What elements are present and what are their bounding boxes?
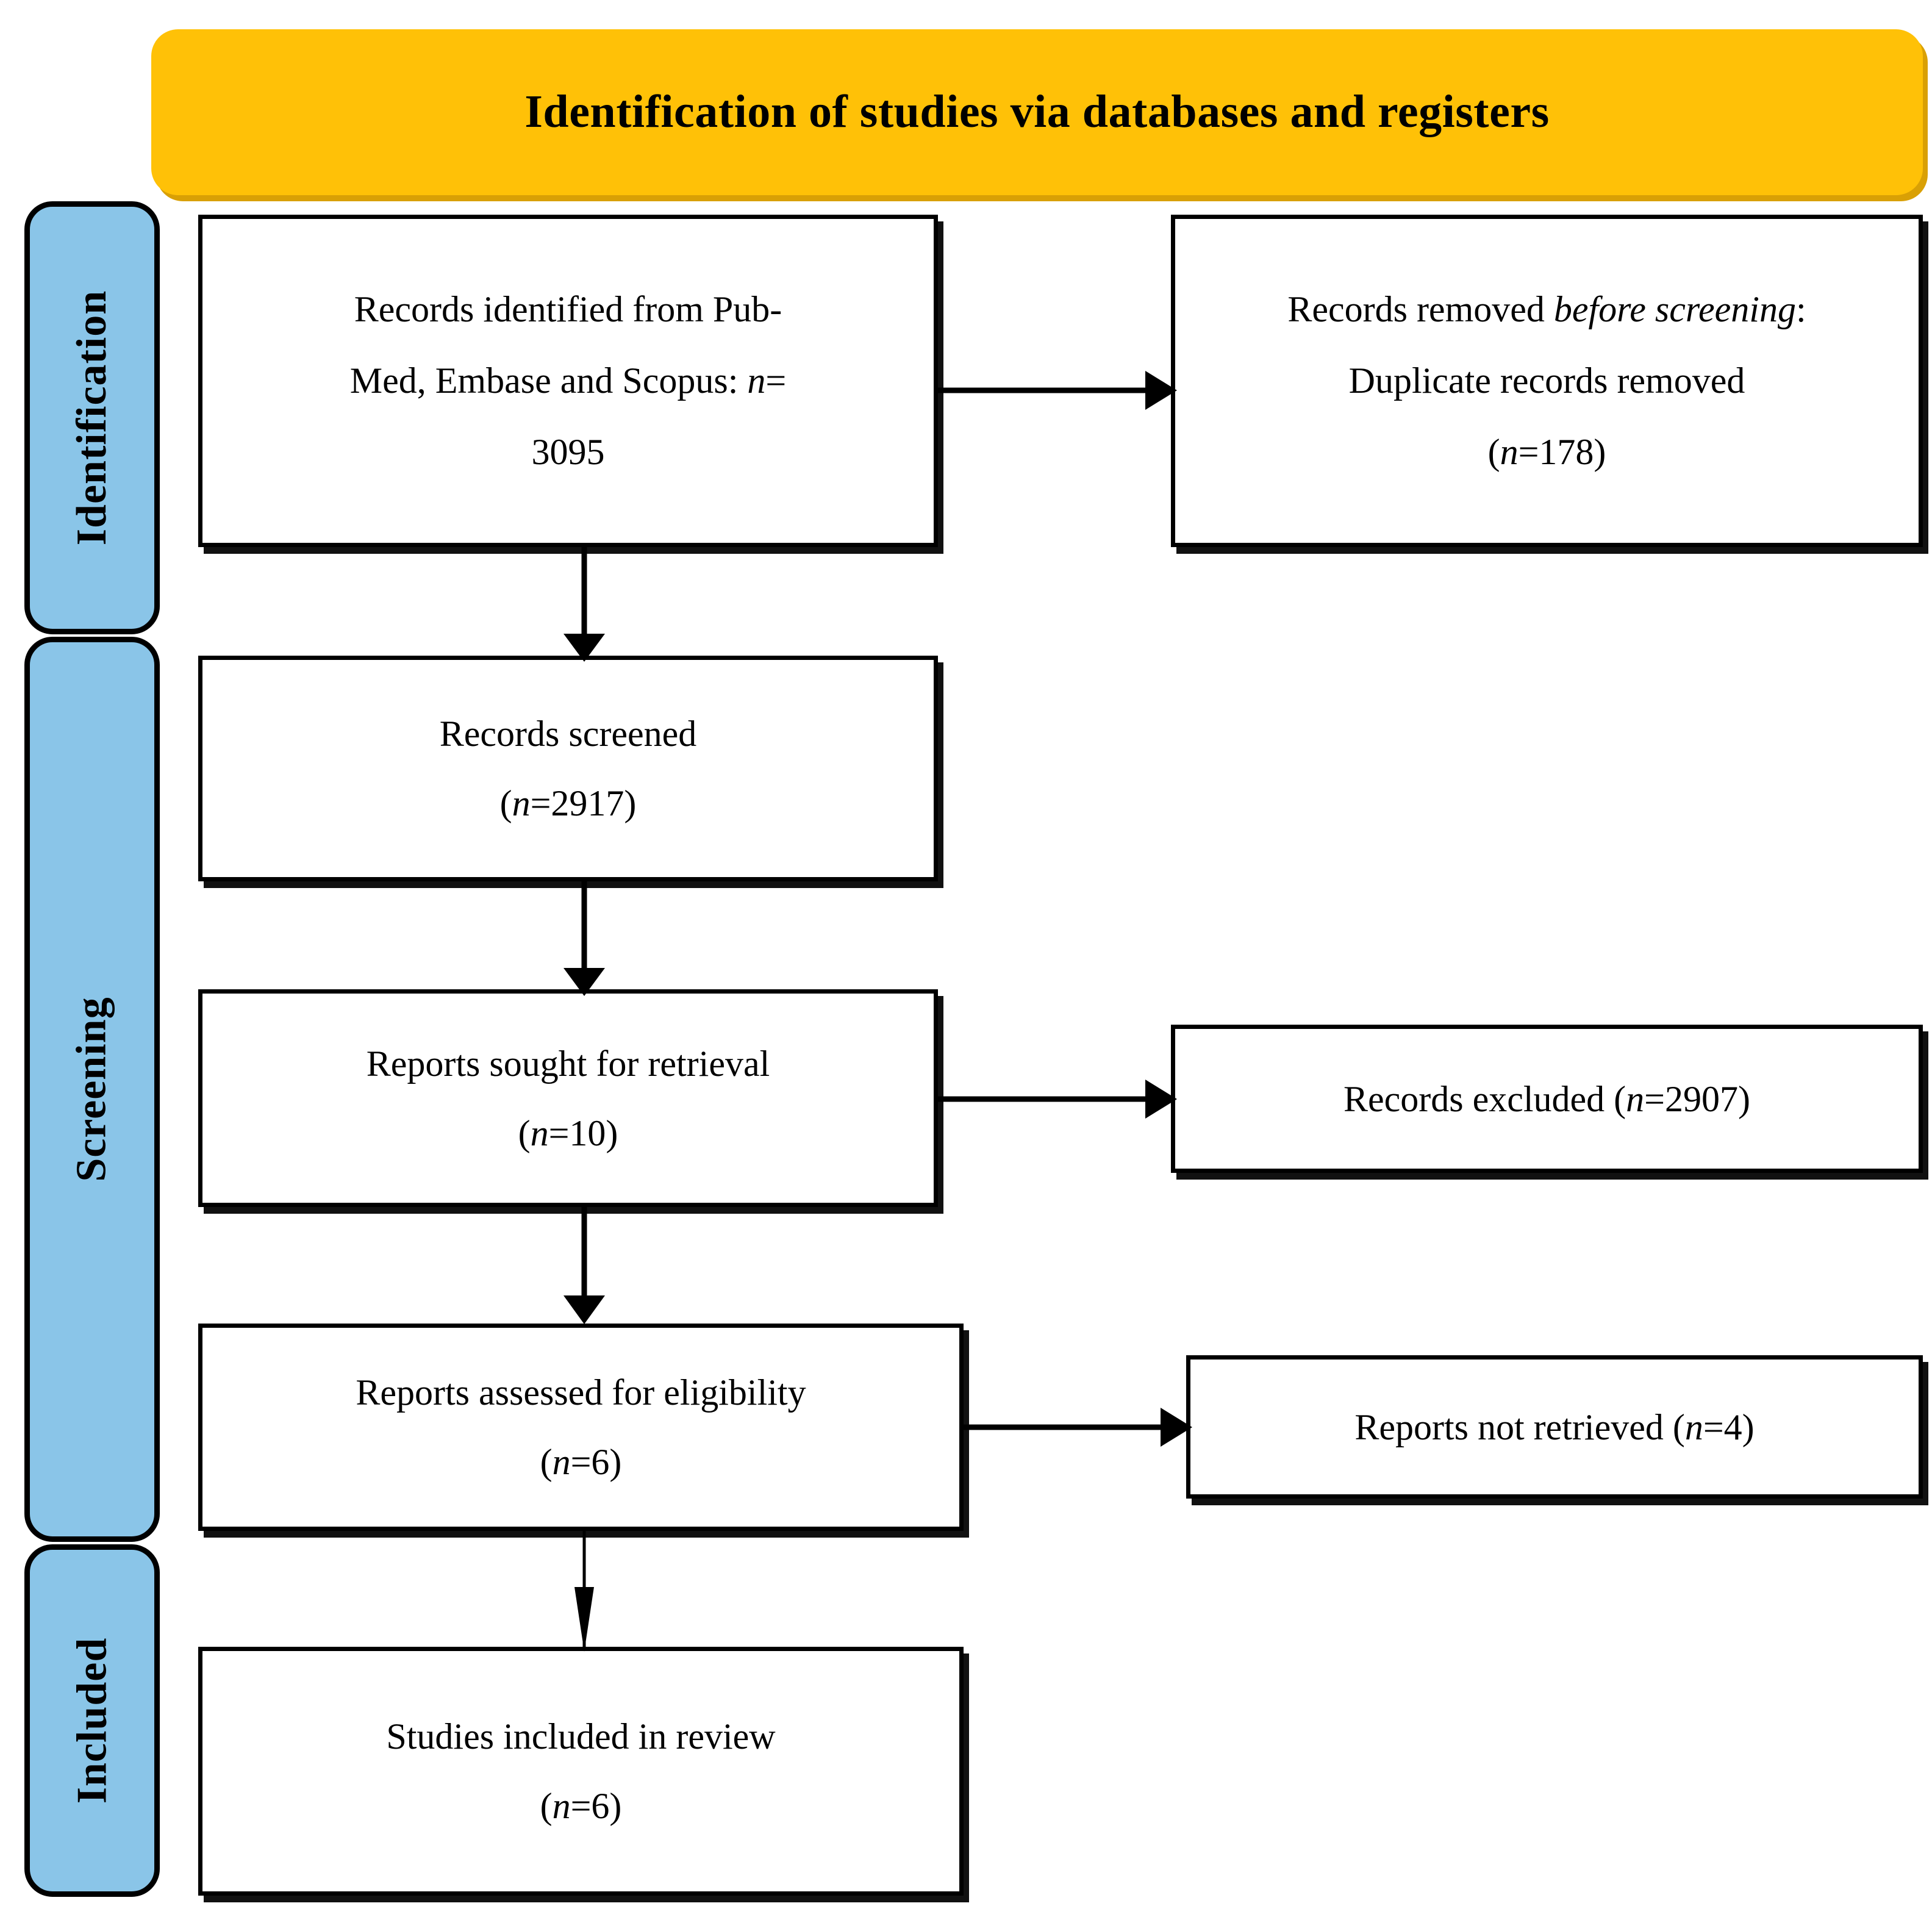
studies-included-text-1: Studies included in review: [386, 1716, 776, 1757]
records-identified-count: 3095: [531, 432, 605, 472]
reports-not-retrieved-n-italic: n: [1684, 1406, 1703, 1447]
reports-not-retrieved-line-1: Reports not retrieved (n=4): [1354, 1392, 1754, 1462]
reports-assessed-count: =6): [570, 1442, 622, 1482]
records-removed-line-1: Records removed before screening:: [1287, 274, 1806, 345]
records-excluded-n-italic: n: [1626, 1078, 1645, 1119]
records-excluded-count: =2907): [1644, 1078, 1750, 1119]
reports-sought-count: =10): [548, 1112, 618, 1153]
box-records-removed: Records removed before screening: Duplic…: [1171, 215, 1923, 547]
stage-label-screening: Screening: [68, 997, 116, 1182]
box-records-identified: Records identified from Pub- Med, Embase…: [198, 215, 938, 547]
arrow-identified-to-screened: [560, 547, 609, 662]
records-removed-paren-open: (: [1487, 432, 1500, 472]
records-removed-count: =178): [1518, 432, 1606, 472]
records-screened-paren-open: (: [499, 783, 512, 823]
records-identified-text-1: Records identified from Pub-: [354, 289, 782, 329]
records-removed-n-italic: n: [1500, 432, 1519, 472]
box-records-screened: Records screened (n=2917): [198, 656, 938, 881]
records-excluded-text-1: Records excluded (: [1343, 1078, 1626, 1119]
records-excluded-line-1: Records excluded (n=2907): [1343, 1064, 1750, 1134]
stage-pill-included: Included: [24, 1544, 160, 1897]
box-studies-included: Studies included in review (n=6): [198, 1647, 964, 1896]
reports-sought-text-1: Reports sought for retrieval: [366, 1043, 770, 1084]
records-removed-line-3: (n=178): [1488, 417, 1606, 488]
records-screened-text-1: Records screened: [439, 714, 697, 754]
studies-included-line-1: Studies included in review: [386, 1702, 775, 1771]
records-identified-line-3: 3095: [532, 417, 605, 488]
reports-assessed-n-italic: n: [552, 1442, 571, 1482]
box-reports-sought: Reports sought for retrieval (n=10): [198, 989, 938, 1207]
arrow-assessed-to-not-retrieved: [964, 1403, 1192, 1452]
records-removed-line-2: Duplicate records removed: [1349, 345, 1745, 417]
studies-included-line-2: (n=6): [540, 1771, 622, 1841]
reports-sought-paren-open: (: [518, 1112, 531, 1153]
records-removed-text-2: Duplicate records removed: [1348, 360, 1745, 401]
records-screened-line-1: Records screened: [440, 699, 696, 768]
box-reports-assessed: Reports assessed for eligibility (n=6): [198, 1324, 964, 1531]
arrow-screened-to-sought: [560, 881, 609, 996]
arrow-sought-to-excluded: [938, 1075, 1177, 1123]
records-identified-line-1: Records identified from Pub-: [354, 274, 782, 345]
diagram-banner: Identification of studies via databases …: [151, 29, 1923, 195]
reports-sought-line-1: Reports sought for retrieval: [367, 1029, 770, 1098]
records-screened-count: =2917): [530, 783, 637, 823]
reports-assessed-line-2: (n=6): [540, 1427, 622, 1497]
reports-sought-n-italic: n: [530, 1112, 549, 1153]
arrow-identified-to-removed: [938, 366, 1177, 415]
banner-title: Identification of studies via databases …: [524, 86, 1550, 138]
stage-label-identification: Identification: [68, 290, 116, 546]
stage-label-included: Included: [68, 1637, 115, 1804]
records-removed-colon: :: [1795, 289, 1806, 329]
stage-pill-identification: Identification: [24, 201, 160, 634]
reports-assessed-line-1: Reports assessed for eligibility: [356, 1358, 806, 1427]
records-removed-text-1: Records removed: [1287, 289, 1554, 329]
records-identified-text-2: Med, Embase and Scopus:: [349, 360, 748, 401]
records-removed-before-screening-italic: before screening: [1553, 289, 1796, 329]
records-identified-n-italic: n: [747, 360, 766, 401]
studies-included-paren-open: (: [540, 1786, 553, 1826]
records-identified-eq: =: [765, 360, 787, 401]
arrow-assessed-to-included: [560, 1531, 609, 1652]
arrow-sought-to-assessed: [560, 1207, 609, 1324]
reports-assessed-paren-open: (: [540, 1442, 553, 1482]
records-identified-line-2: Med, Embase and Scopus: n=: [350, 345, 786, 417]
records-screened-line-2: (n=2917): [500, 768, 637, 838]
reports-sought-line-2: (n=10): [518, 1098, 618, 1168]
box-records-excluded: Records excluded (n=2907): [1171, 1025, 1923, 1173]
reports-assessed-text-1: Reports assessed for eligibility: [356, 1372, 806, 1413]
reports-not-retrieved-text-1: Reports not retrieved (: [1354, 1406, 1685, 1447]
records-screened-n-italic: n: [512, 783, 531, 823]
studies-included-n-italic: n: [552, 1786, 571, 1826]
studies-included-count: =6): [570, 1786, 622, 1826]
reports-not-retrieved-count: =4): [1703, 1406, 1755, 1447]
stage-pill-screening: Screening: [24, 637, 160, 1542]
box-reports-not-retrieved: Reports not retrieved (n=4): [1186, 1355, 1923, 1499]
